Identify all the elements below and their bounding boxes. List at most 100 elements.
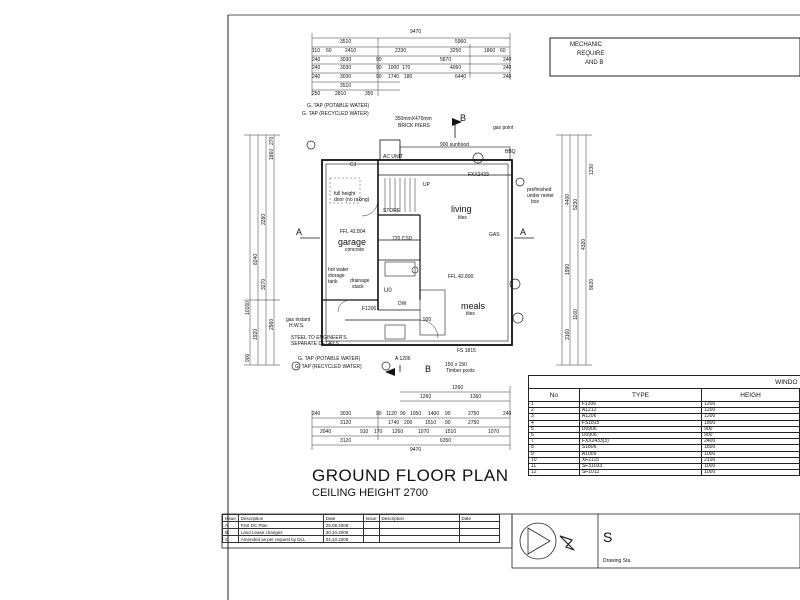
note-dw: DW	[398, 301, 407, 307]
dim: 240	[312, 411, 321, 417]
dim: 6440	[455, 74, 467, 80]
label-u0: U0	[384, 288, 392, 294]
dim: 3030	[340, 411, 352, 417]
note-bbq: BBQ	[505, 149, 516, 155]
section-a-right: A	[520, 227, 527, 237]
dim: 5960	[455, 39, 467, 45]
left-dim: 10160	[245, 301, 251, 315]
note-door-no-raking: door (no raking)	[334, 197, 370, 203]
dim: 170	[374, 429, 383, 435]
plan-title: GROUND FLOOR PLAN	[312, 466, 509, 485]
table-cell: SF1012	[578, 469, 703, 477]
rev-header: Date	[458, 514, 500, 522]
dim: 1740	[388, 420, 400, 426]
left-dim: 1920	[253, 328, 259, 340]
mechanical-note-3: AND B	[585, 60, 604, 66]
note-steel-2: SEPARATE DETAILS	[291, 341, 339, 347]
note-a1206: A 1206	[395, 356, 411, 362]
note-brick-piers: 350mmX470mm	[395, 116, 432, 122]
note-timber: 150 x 150	[445, 362, 467, 368]
dim: 1740	[388, 74, 400, 80]
dim: 2810	[335, 91, 347, 97]
left-dim: 2960	[269, 318, 275, 330]
title-block-frame	[511, 513, 800, 569]
drawing-status: Drawing Sta	[603, 558, 631, 564]
dim: 180	[404, 74, 413, 80]
dim: 200	[404, 420, 413, 426]
note-tap-potable: G. TAP (POTABLE WATER)	[307, 103, 370, 109]
left-dim: 900	[245, 353, 251, 362]
revision-table: Issue Description Date Issue Description…	[222, 514, 500, 543]
right-dim: 3160	[565, 328, 571, 340]
dim: 240	[503, 74, 512, 80]
sunhood	[399, 146, 511, 161]
rev-header: Date	[322, 514, 364, 522]
dim: 1260	[420, 394, 432, 400]
left-dim: 2280	[261, 213, 267, 225]
right-dim: 1230	[589, 163, 595, 175]
dim: 60	[500, 48, 506, 54]
dim: 1510	[445, 429, 457, 435]
table-cell: 25.09.2008	[322, 521, 364, 529]
room-living-floor: tiles	[458, 215, 467, 221]
right-dim: 5230	[573, 198, 579, 210]
note-tap-potable-bottom: G. TAP (POTABLE WATER)	[298, 356, 361, 362]
dim: 90	[400, 411, 406, 417]
room-garage: garage	[338, 237, 367, 247]
room-meals-floor: tiles	[466, 311, 475, 317]
bottom-dimension-lines	[311, 386, 511, 450]
table-cell: 12	[528, 469, 580, 477]
rev-header: Issue	[222, 514, 239, 522]
left-dim: 270	[269, 136, 275, 145]
right-dim: 4400	[565, 193, 571, 205]
note-steel: STEEL TO ENGINEER'S	[291, 335, 347, 341]
left-dimension-lines	[244, 134, 280, 366]
garage-ffl: FFL 42.804	[340, 229, 366, 235]
table-cell	[458, 521, 500, 529]
note-drainage: drainage	[350, 278, 370, 284]
section-a-left: A	[296, 227, 303, 237]
table-cell: 1000	[701, 469, 800, 477]
right-dim: 4320	[581, 238, 587, 250]
note-stack: stack	[352, 284, 364, 290]
col-header: HEIGH	[701, 388, 800, 402]
dim: 6350	[440, 438, 452, 444]
note-ac-unit: AC UNIT	[383, 154, 403, 160]
table-cell: Amended as per request by DLL	[237, 535, 324, 543]
table-cell	[458, 535, 500, 543]
dim: 1070	[418, 429, 430, 435]
dim: 1260	[452, 385, 464, 391]
dim: 3120	[340, 420, 352, 426]
note-fxx2433: FXX2433	[468, 172, 489, 178]
dim: 2750	[468, 420, 480, 426]
dim: 350	[365, 91, 374, 97]
section-b-top-arrow	[452, 118, 462, 126]
note-storage: storage	[328, 273, 345, 279]
dim: 1000	[388, 65, 400, 71]
note-gas: GAS	[489, 232, 500, 238]
dim: 4060	[450, 65, 462, 71]
note-brick-piers-2: BRICK PIERS	[398, 123, 430, 129]
door-swings	[337, 199, 439, 339]
table-cell	[378, 535, 460, 543]
walls	[321, 139, 513, 346]
note-gas-instant: gas instant	[286, 317, 311, 323]
north-arrow-icon	[519, 522, 557, 560]
note-under-meter: under meter	[527, 193, 554, 199]
note-prefinished: prefinished	[527, 187, 552, 193]
label-920: 920	[423, 317, 432, 323]
dim: 90	[376, 411, 382, 417]
col-header: TYPE	[578, 388, 703, 402]
dim: 90	[376, 65, 382, 71]
csd-label-1: 720 CSD	[392, 236, 413, 242]
dim: 240	[503, 57, 512, 63]
dim: 60	[326, 48, 332, 54]
dim: 110	[312, 48, 320, 54]
note-hws: H.W.S.	[289, 323, 305, 329]
room-living: living	[451, 204, 472, 214]
note-timber-2: Timber posts	[446, 368, 475, 374]
